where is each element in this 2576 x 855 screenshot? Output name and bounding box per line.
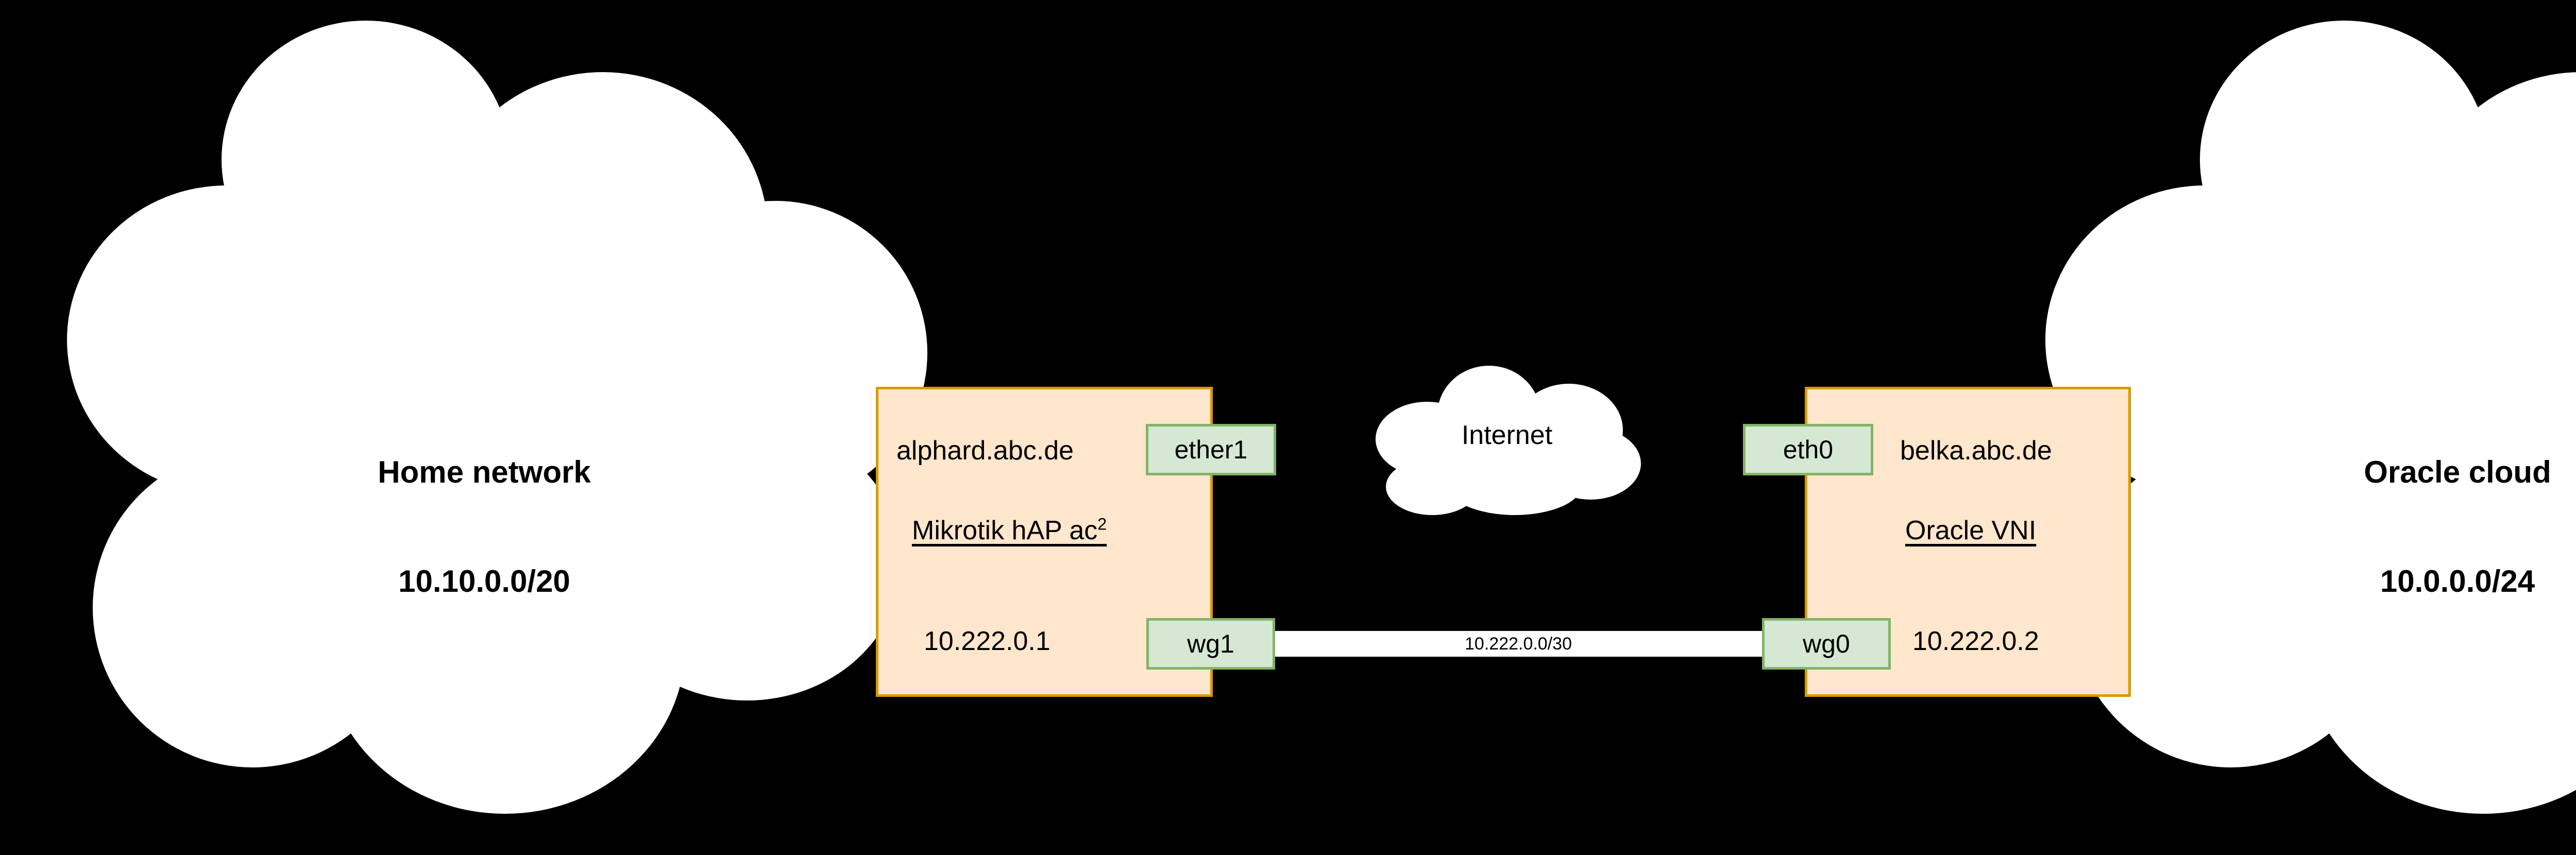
interface-eth0[interactable]: eth0 <box>1743 424 1873 475</box>
home-network-name: Home network <box>378 454 591 489</box>
wireguard-tunnel[interactable]: 10.222.0.0/30 <box>1262 628 1774 660</box>
alphard-hostname: alphard.abc.de <box>896 436 1074 466</box>
oracle-cloud-name: Oracle cloud <box>2364 454 2551 489</box>
interface-ether1[interactable]: ether1 <box>1146 424 1276 475</box>
belka-model-name: Oracle VNI <box>1905 516 2037 545</box>
cloud-puff <box>237 211 752 634</box>
internet-label: Internet <box>1461 420 1553 450</box>
alphard-tunnel-ip: 10.222.0.1 <box>924 626 1050 656</box>
belka-model: Oracle VNI <box>1905 515 2036 546</box>
oracle-cloud <box>1994 15 2576 819</box>
home-network-cloud <box>15 15 943 819</box>
tunnel-label: 10.222.0.0/30 <box>1465 634 1572 654</box>
interface-wg0[interactable]: wg0 <box>1762 618 1891 670</box>
home-network-cidr: 10.10.0.0/20 <box>398 563 570 598</box>
belka-tunnel-ip: 10.222.0.2 <box>1912 626 2039 656</box>
home-network-label: Home network 10.10.0.0/20 <box>273 381 696 673</box>
oracle-cloud-cidr: 10.0.0.0/24 <box>2380 563 2535 598</box>
alphard-model-name: Mikrotik hAP ac <box>912 516 1098 545</box>
alphard-model: Mikrotik hAP ac2 <box>912 515 1107 546</box>
interface-wg1[interactable]: wg1 <box>1146 618 1275 670</box>
oracle-cloud-label: Oracle cloud 10.0.0.0/24 <box>2246 381 2576 673</box>
belka-hostname: belka.abc.de <box>1900 436 2052 466</box>
internet-cloud <box>1370 366 1643 515</box>
alphard-model-superscript: 2 <box>1097 515 1107 534</box>
cloud-puff <box>1417 412 1607 489</box>
